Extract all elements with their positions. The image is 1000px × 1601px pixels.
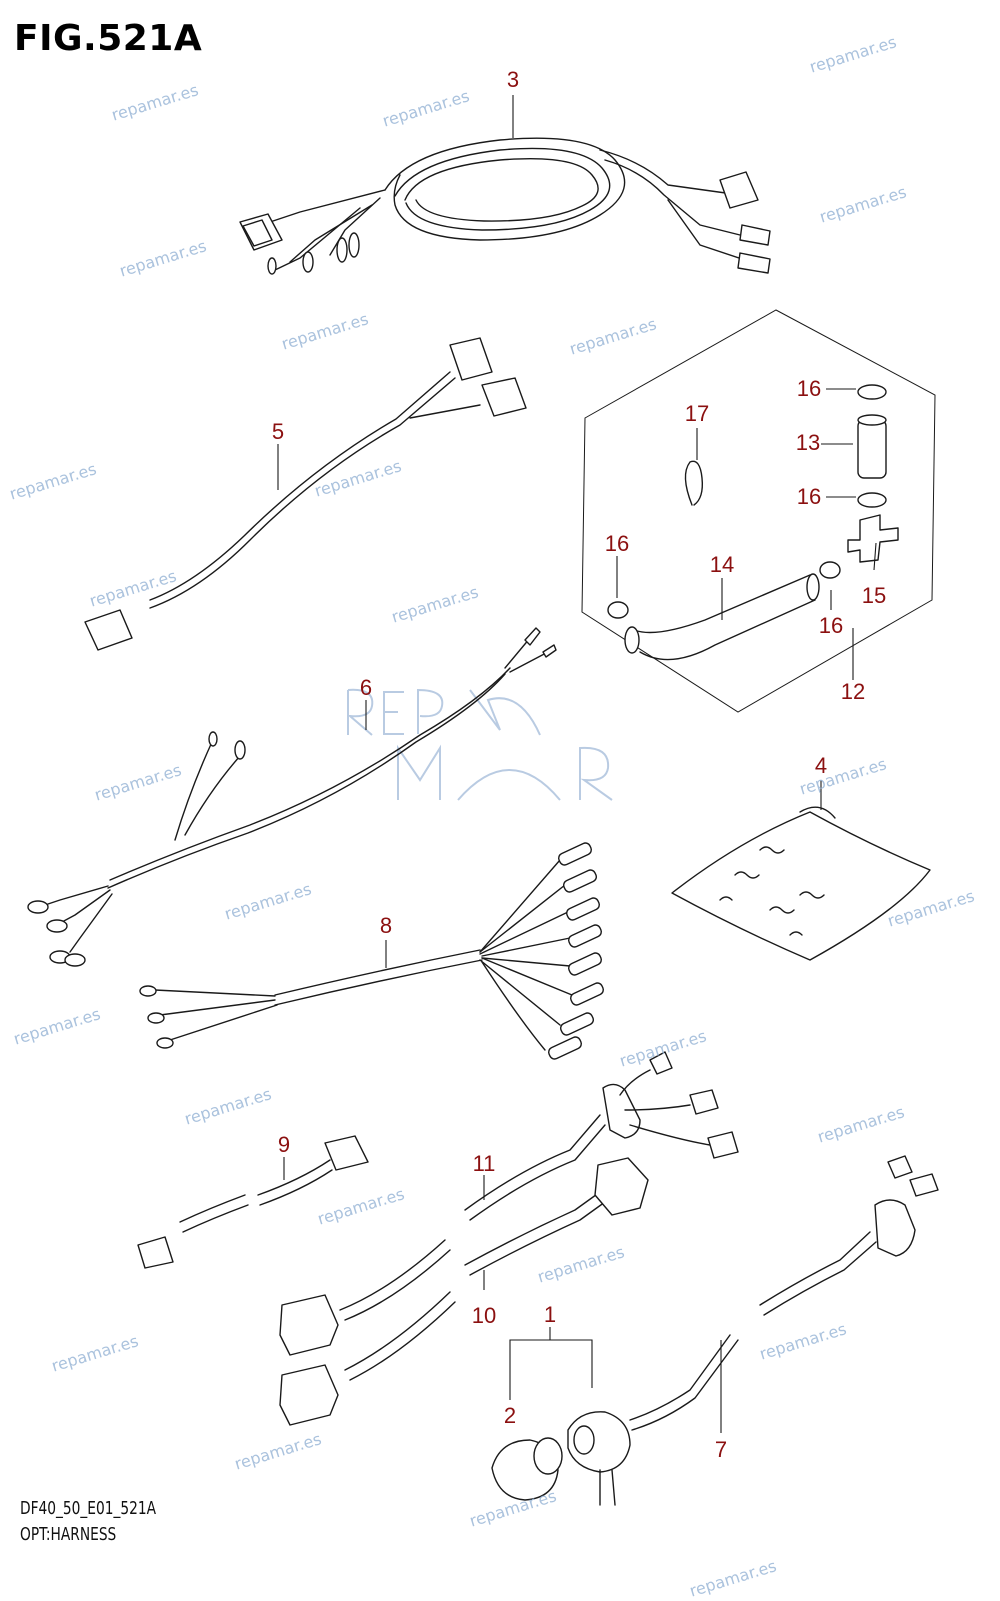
- part-1-2-7-socket-harness: [491, 1155, 939, 1506]
- callout-1: 1: [543, 1302, 557, 1327]
- part-4-parts-bag: [671, 780, 931, 961]
- part-8-harness: [139, 842, 604, 1060]
- callout-16-mid: 16: [796, 484, 822, 509]
- callout-12: 12: [840, 679, 866, 704]
- callout-15: 15: [861, 583, 887, 608]
- callout-10: 10: [471, 1303, 497, 1328]
- part-5-harness: [84, 337, 527, 651]
- callout-16-top: 16: [796, 376, 822, 401]
- callout-3: 3: [506, 67, 520, 92]
- callout-16-left: 16: [604, 531, 630, 556]
- figure-name: OPT:HARNESS: [20, 1524, 117, 1545]
- callout-4: 4: [814, 753, 828, 778]
- callout-7: 7: [714, 1437, 728, 1462]
- callout-5: 5: [271, 419, 285, 444]
- callout-2: 2: [503, 1403, 517, 1428]
- figure-code: DF40_50_E01_521A: [20, 1498, 157, 1519]
- repamar-logo: [346, 688, 613, 801]
- part-3-main-harness: [239, 95, 771, 275]
- part-12-hose-kit: [581, 309, 936, 713]
- callout-17: 17: [684, 401, 710, 426]
- callout-14: 14: [709, 552, 735, 577]
- callout-9: 9: [277, 1132, 291, 1157]
- callout-6: 6: [359, 675, 373, 700]
- callout-8: 8: [379, 913, 393, 938]
- part-6-harness: [27, 627, 557, 967]
- callout-11: 11: [472, 1151, 496, 1176]
- part-9-extension-harness: [137, 1135, 369, 1269]
- figure-title: FIG.521A: [14, 18, 203, 59]
- callout-16-bottom: 16: [818, 613, 844, 638]
- part-10-11-harness: [279, 1051, 739, 1426]
- callout-13: 13: [795, 430, 821, 455]
